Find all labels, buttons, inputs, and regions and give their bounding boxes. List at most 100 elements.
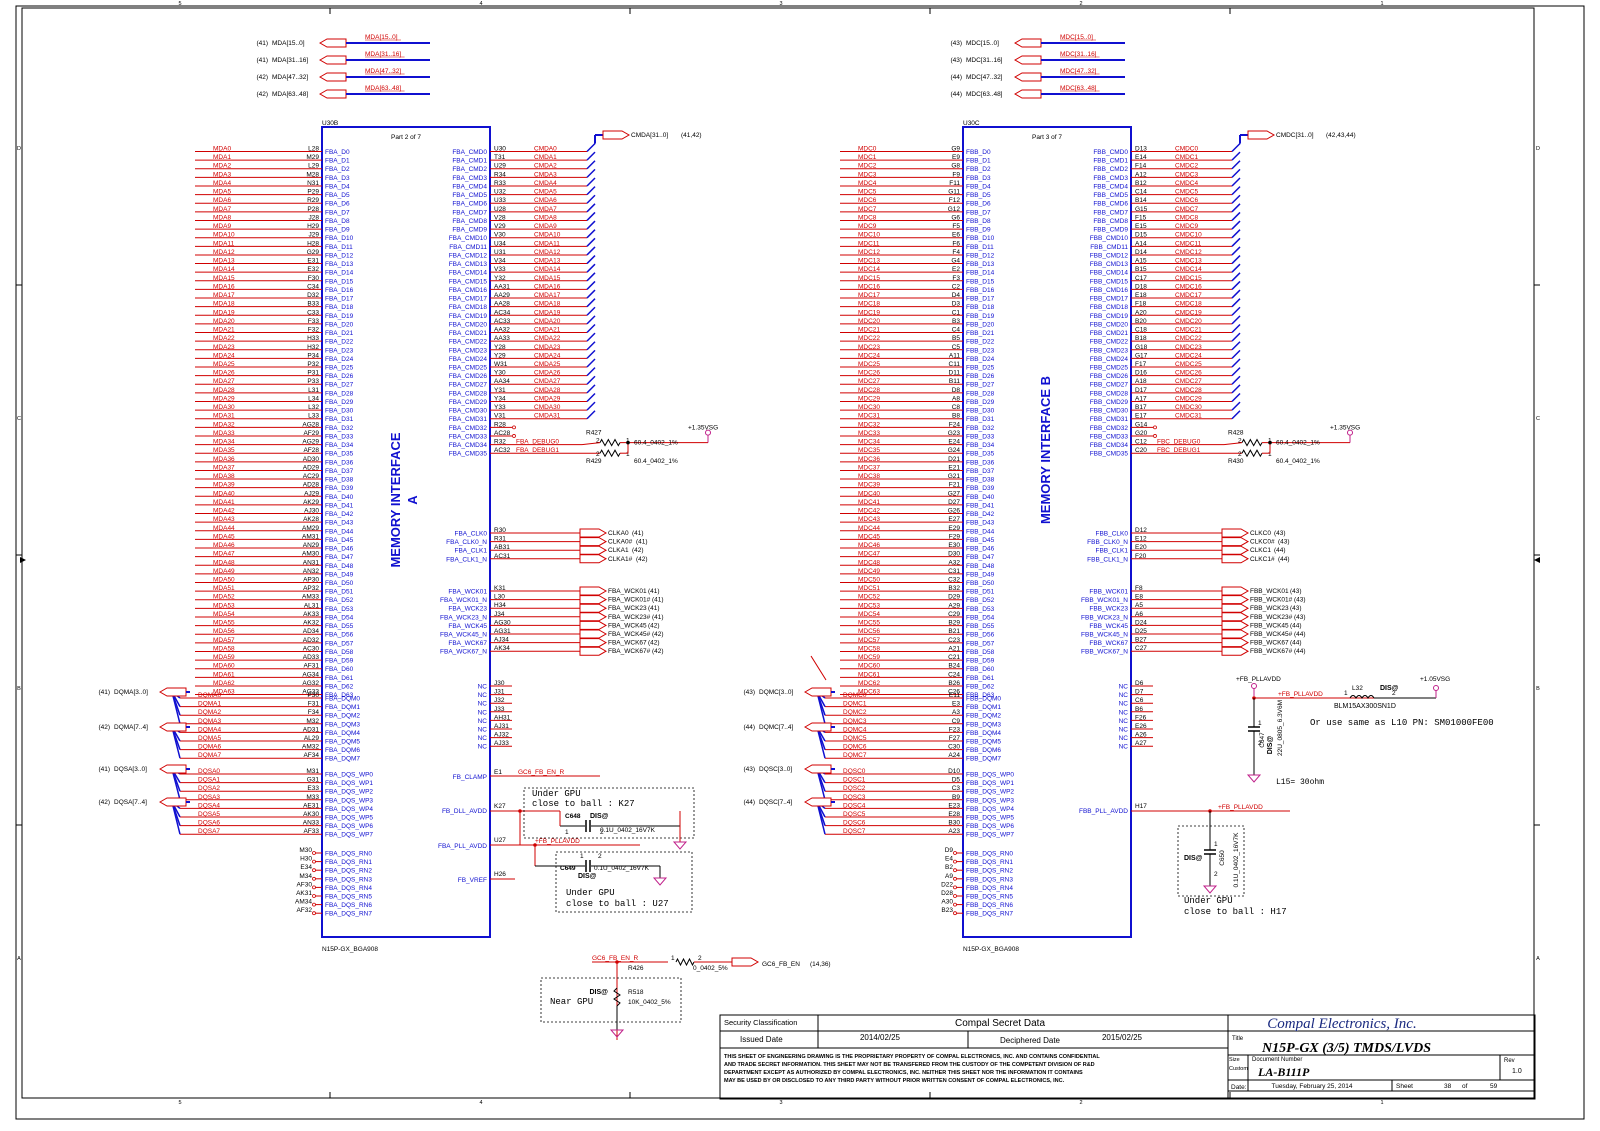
pin-number: 2 (698, 955, 702, 962)
capacitor-symbol (1204, 849, 1216, 855)
data-net-label: MDC48 (858, 559, 880, 566)
refdes-label: U30B (322, 120, 338, 127)
data-net-label: MDA28 (213, 387, 235, 394)
grid-row-label: D (1536, 146, 1540, 152)
ball-number: U28 (494, 206, 506, 213)
header-ref: (43) (950, 57, 962, 64)
debug-net-label: FBA_DEBUG0 (516, 439, 559, 446)
document-number: LA-B111P (1257, 1065, 1310, 1079)
no-connect-icon (312, 911, 316, 916)
ball-number: H32 (307, 344, 319, 351)
bus-ref: (43) (743, 689, 755, 696)
data-net-label: MDC42 (858, 508, 880, 515)
pin-name: FBB_D55 (966, 623, 995, 630)
pin-name: FBA_D18 (325, 304, 354, 311)
ball-number: M31 (306, 768, 319, 775)
ball-number: C3 (952, 785, 961, 792)
ball-number: L30 (494, 594, 505, 601)
ball-number: R32 (494, 439, 506, 446)
cmd-net-label: CMDC9 (1175, 223, 1198, 230)
pin-name: FBA_CMD12 (449, 252, 488, 259)
bus-entry (1231, 384, 1241, 394)
pin-name: FBA_D62 (325, 683, 354, 690)
ball-number: C1 (952, 309, 961, 316)
ball-number: AJ34 (494, 637, 509, 644)
rail-label: +FB_PLLAVDD (535, 838, 580, 845)
pin-name: FBB_D60 (966, 666, 995, 673)
cmd-net-label: CMDA8 (534, 214, 557, 221)
ball-number: AG28 (302, 421, 319, 428)
component-value: 22U_0805_6.3V6M (1277, 700, 1284, 756)
pin-name: FBB_D45 (966, 537, 995, 544)
pin-name: FBA_D56 (325, 632, 354, 639)
part-label: Part 3 of 7 (1032, 134, 1062, 141)
pin-name: FBA_CLK0 (454, 531, 487, 538)
no-connect-icon (312, 859, 316, 864)
signal-offpage-connector (1221, 612, 1250, 622)
dqm-net-label: DQMC4 (843, 726, 867, 733)
ball-number: AM33 (302, 594, 319, 601)
data-net-label: MDC31 (858, 413, 880, 420)
ball-number: F6 (952, 240, 960, 247)
bus-net-label: MDA[63..48] (365, 85, 401, 92)
data-net-label: MDC5 (858, 189, 877, 196)
ball-number: A3 (952, 709, 960, 716)
ball-number: AB31 (494, 544, 510, 551)
pin-name: FBA_D63 (325, 692, 354, 699)
ball-number: F4 (952, 249, 960, 256)
junction-dot (1268, 440, 1272, 445)
pin-name: FBB_D63 (966, 692, 995, 699)
bus-entry (1231, 367, 1241, 377)
data-net-label: MDC62 (858, 680, 880, 687)
pin-name: FBA_CMD11 (449, 244, 487, 251)
ball-number: K27 (494, 803, 506, 810)
ball-number: A27 (1135, 740, 1147, 747)
data-net-label: MDA34 (213, 439, 235, 446)
capacitor-symbol (585, 820, 591, 832)
ball-number: F29 (949, 533, 961, 540)
ball-number: M34 (299, 873, 312, 880)
pin-number: 2 (598, 853, 602, 860)
pin-name: FBB_DQM1 (966, 704, 1001, 711)
ball-number: Y33 (494, 404, 506, 411)
bus-entry (1231, 211, 1241, 221)
cmd-net-label: CMDC21 (1175, 327, 1202, 334)
data-net-label: MDC49 (858, 568, 880, 575)
pin-name: FBA_WCK67_N (440, 649, 487, 656)
pin-name: FBB_D50 (966, 580, 995, 587)
signal-offpage-connector (1221, 638, 1250, 648)
variant-tag: DIS@ (590, 989, 609, 996)
data-net-label: MDC34 (858, 439, 880, 446)
dqm-net-label: DQMC3 (843, 718, 867, 725)
dqs-net-label: DQSC6 (843, 820, 866, 827)
ball-number: E18 (1135, 292, 1147, 299)
footprint-label: N15P-GX_BGA908 (963, 946, 1019, 953)
pin-name: FBB_D47 (966, 554, 995, 561)
pin-name: FBB_CMD10 (1090, 235, 1129, 242)
header-ref: (44) (950, 91, 962, 98)
rail-label: +FB_PLLAVDD (1236, 676, 1281, 683)
ball-number: Y30 (494, 370, 506, 377)
data-net-label: MDC59 (858, 654, 880, 661)
refdes-label: R430 (1228, 458, 1244, 465)
data-net-label: MDC45 (858, 533, 880, 540)
ball-number: E29 (948, 525, 960, 532)
pin-name: FBB_CMD4 (1093, 183, 1128, 190)
pin-name: FBA_D43 (325, 520, 354, 527)
bus-name: DQSA[7..4] (114, 799, 147, 806)
pin-name: FBA_CLK0_N (446, 539, 487, 546)
pin-number: 1 (626, 451, 630, 458)
cmd-net-label: CMDC22 (1175, 335, 1202, 342)
pin-name: FBB_CMD16 (1090, 287, 1129, 294)
ball-number: E11 (949, 692, 960, 699)
data-net-label: MDC23 (858, 344, 880, 351)
pin-name: FBA_WCK67 (448, 640, 487, 647)
grid-col-label: 5 (178, 1100, 181, 1106)
pin-name: FBA_D29 (325, 399, 354, 406)
data-net-label: MDA1 (213, 154, 231, 161)
ball-number: F30 (308, 275, 320, 282)
pin-name: FBA_CMD33 (449, 433, 488, 440)
no-connect-icon (312, 868, 316, 873)
net-label: GC6_FB_EN_R (518, 769, 565, 776)
signal-name: FBB_WCK67# (1250, 648, 1293, 655)
